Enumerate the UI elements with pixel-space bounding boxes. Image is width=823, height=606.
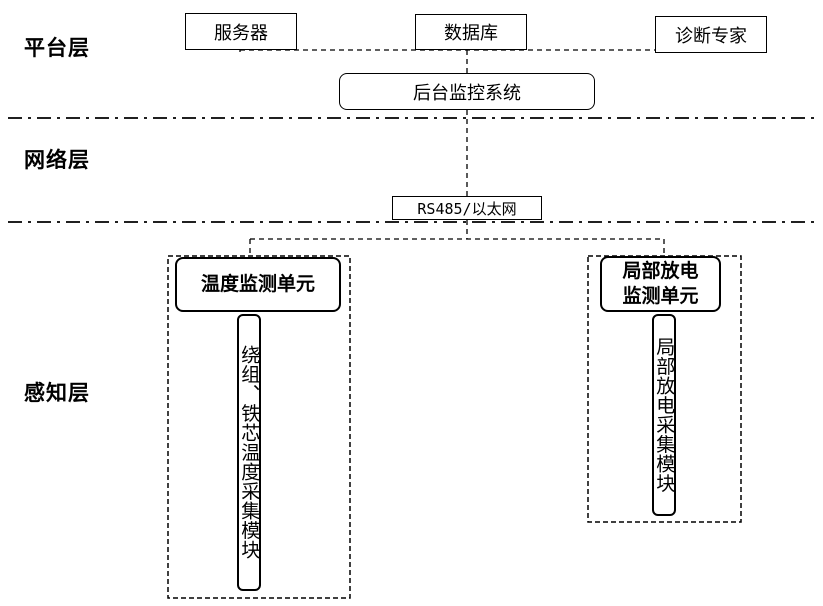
expert-box: 诊断专家 <box>655 16 767 53</box>
server-box: 服务器 <box>185 13 297 50</box>
layer-label-platform: 平台层 <box>24 36 90 60</box>
pd-unit-line1: 局部放电 <box>622 260 699 283</box>
temperature-acquisition-module: 绕组、铁芯温度采集模块 <box>237 314 261 591</box>
pd-unit-line2: 监测单元 <box>622 285 699 307</box>
network-link-label: RS485/以太网 <box>392 196 542 220</box>
partial-discharge-monitor-unit: 局部放电 监测单元 <box>600 256 721 312</box>
partial-discharge-acquisition-module: 局部放电采集模块 <box>652 314 676 516</box>
temp-group-outline <box>167 255 351 599</box>
layer-label-sensing: 感知层 <box>24 381 90 405</box>
database-box: 数据库 <box>415 14 527 50</box>
temperature-monitor-unit: 温度监测单元 <box>175 257 341 312</box>
backend-monitor-box: 后台监控系统 <box>339 73 595 110</box>
layer-label-network: 网络层 <box>24 148 90 172</box>
